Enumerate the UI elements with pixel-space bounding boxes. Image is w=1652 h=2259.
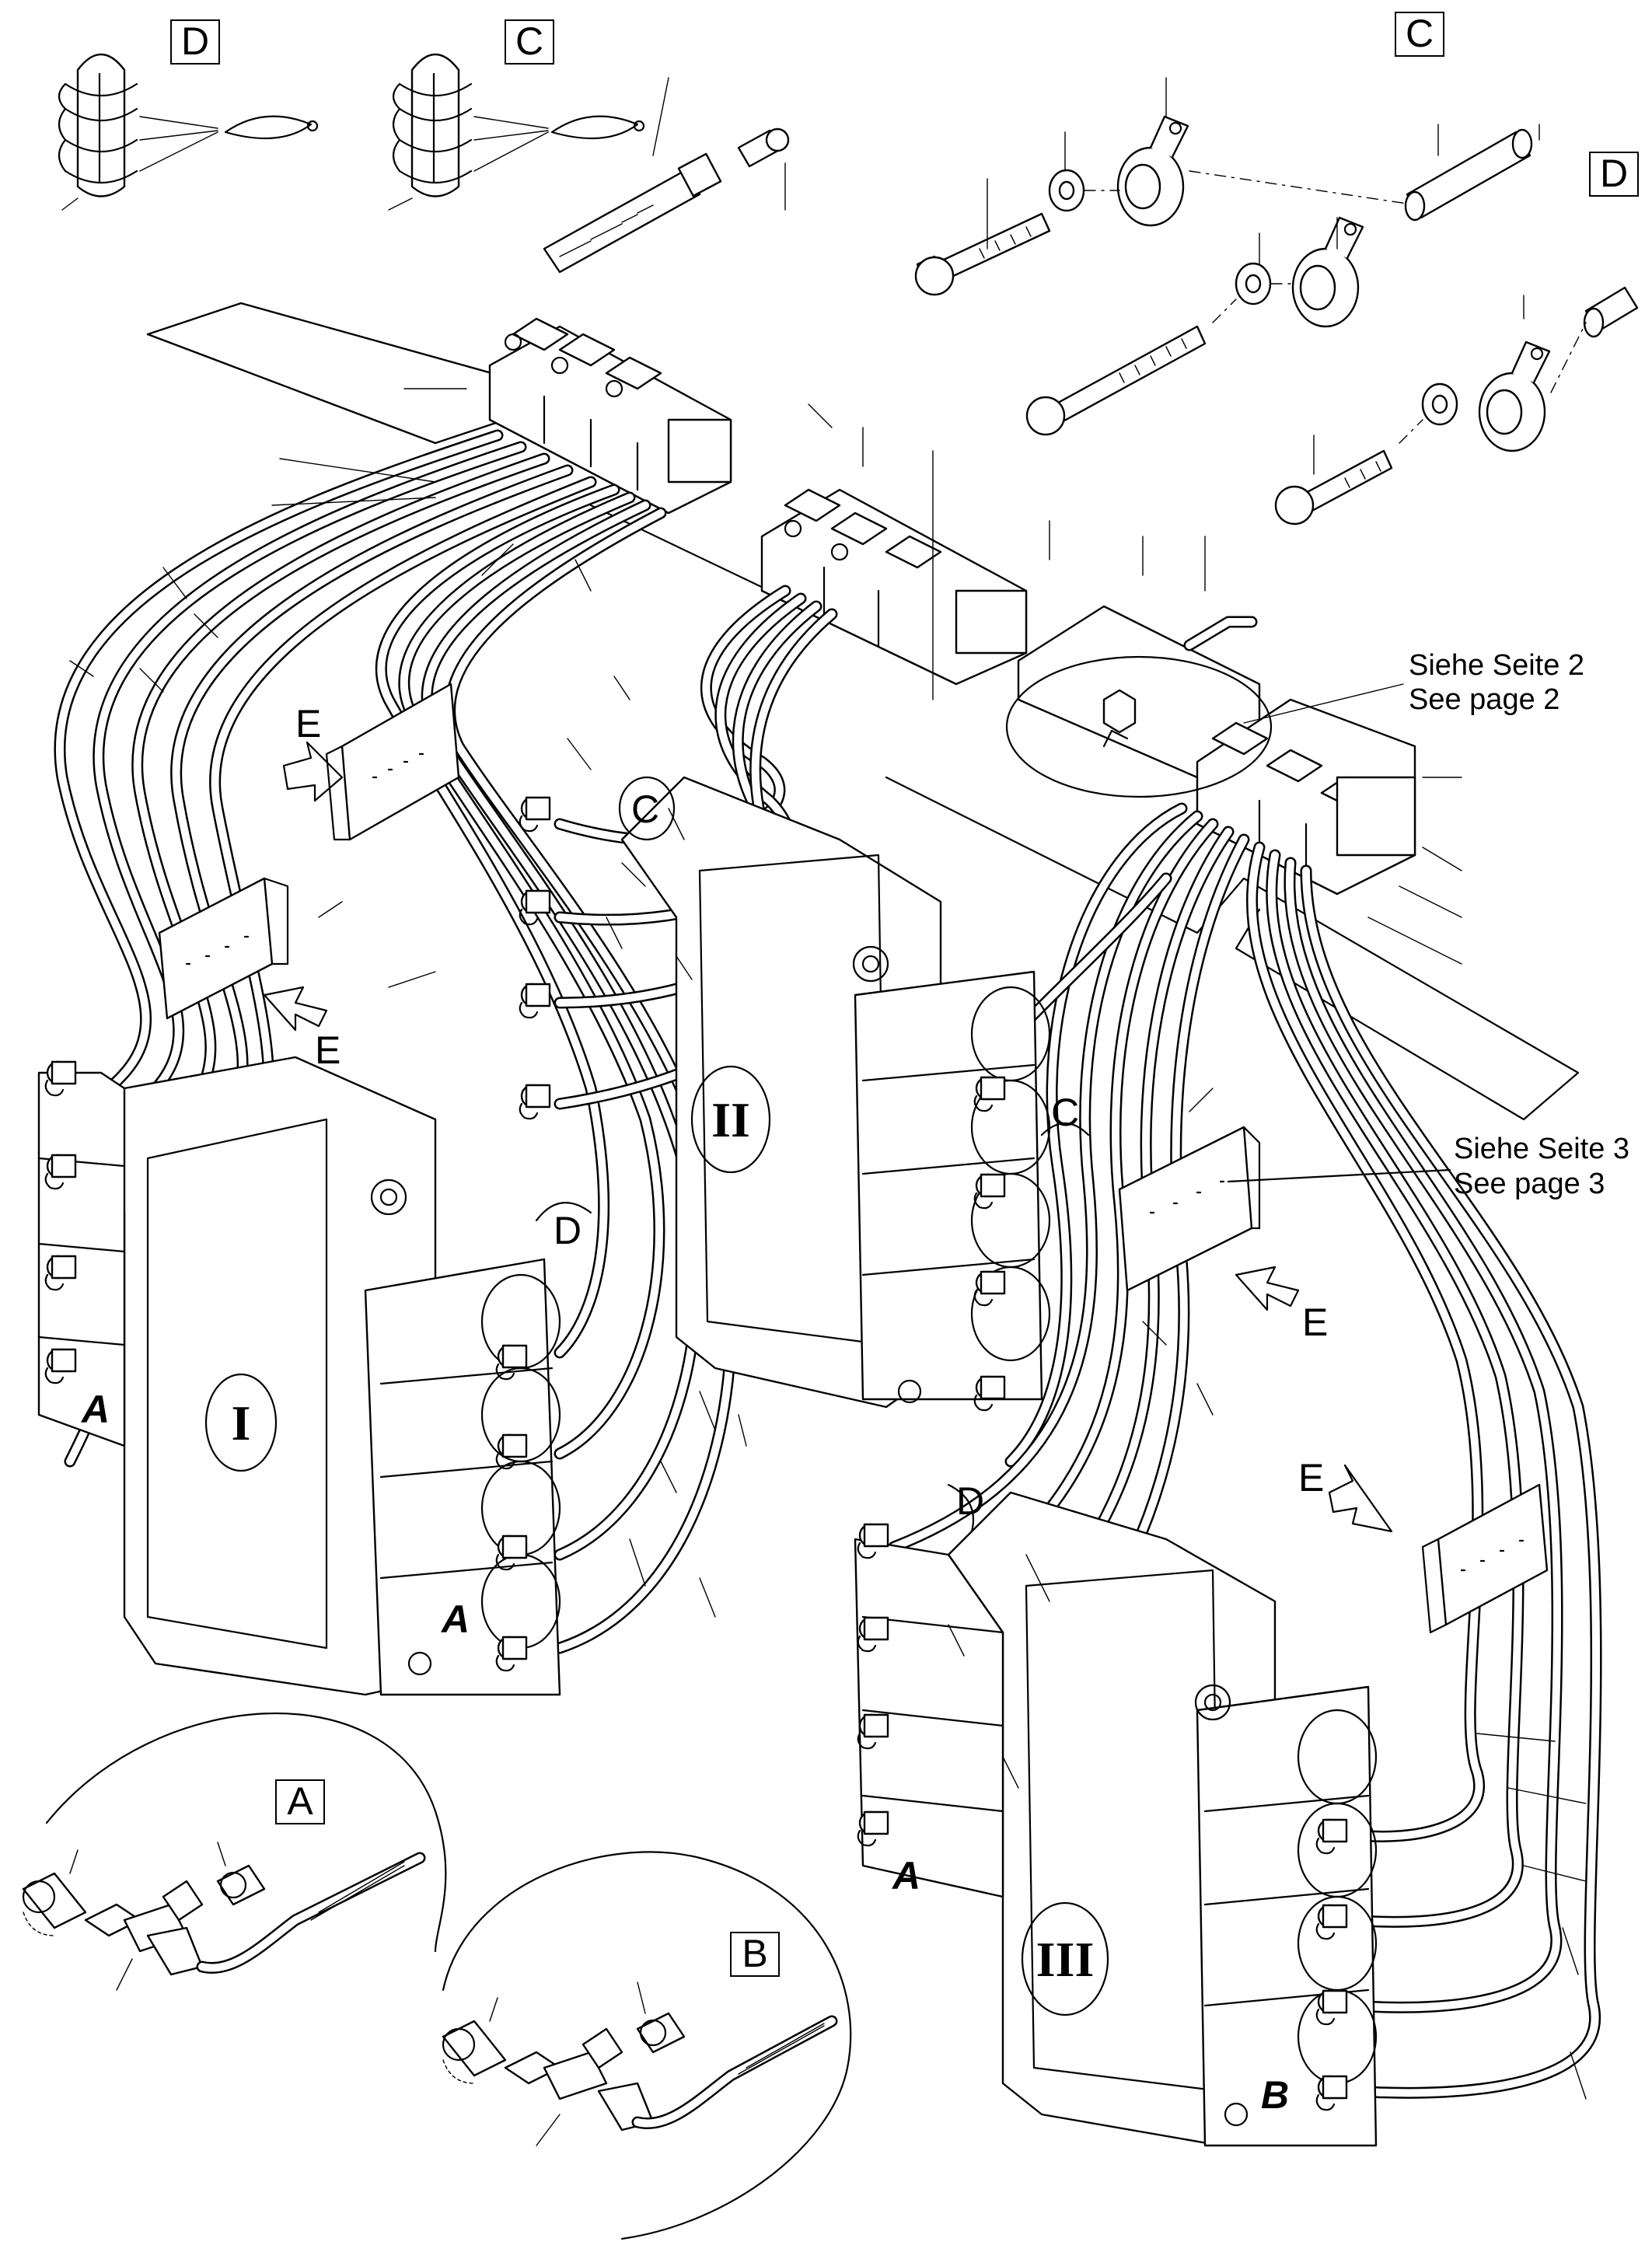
- label-box-b: [730, 1932, 780, 1977]
- detail-b: B: [442, 1851, 852, 2240]
- hose-end-fitting: [543, 127, 790, 274]
- unit-ii-right-sections: [854, 970, 1051, 1401]
- note-page2-en: See page 2: [1409, 683, 1559, 716]
- hose-clamp-e-3: E: [1118, 1126, 1328, 1344]
- label-box-d-right: [1589, 152, 1639, 197]
- label-d-right: D: [1600, 152, 1628, 195]
- valve-stack-1: [488, 317, 732, 515]
- detail-c-d-hardware: C D: [914, 12, 1639, 525]
- label-d-hose-2: D: [956, 1479, 984, 1523]
- hose-marker-d-1: D: [535, 1202, 592, 1252]
- label-a-detail: A: [287, 1779, 313, 1823]
- detail-circle-page2: [1005, 655, 1273, 798]
- label-box-a: [275, 1779, 325, 1824]
- note-page-2: Siehe Seite 2 See page 2: [1243, 649, 1584, 724]
- hose-marker-c-2: C: [1040, 1091, 1090, 1136]
- unit-iii-label: III: [1036, 1932, 1095, 1987]
- control-unit-i: I A A: [37, 1056, 561, 1696]
- control-unit-iii: III A B: [854, 1491, 1378, 2147]
- hose-clamp-e-2: E: [158, 877, 341, 1072]
- spiral-sleeve-d: [58, 53, 138, 197]
- detail-a: A: [22, 1712, 447, 1991]
- hose-clamp-e-4: E: [1298, 1456, 1549, 1634]
- pipe-clamp-1: [1116, 115, 1189, 227]
- label-b-detail: B: [742, 1932, 767, 1975]
- label-d-hose-1: D: [554, 1209, 582, 1252]
- clip-c: [550, 115, 645, 140]
- washer-2: [1235, 262, 1272, 306]
- washer-3: [1421, 382, 1458, 426]
- valve-stack-2: [760, 488, 1028, 686]
- bolt-3: [1274, 449, 1393, 525]
- label-e-1: E: [295, 702, 321, 745]
- note-page3-de: Siehe Seite 3: [1454, 1133, 1629, 1165]
- clip-d: [224, 115, 319, 140]
- label-e-3: E: [1302, 1301, 1328, 1344]
- hose-clamp-e-1: E: [282, 683, 460, 841]
- detail-a-coupling: [22, 1864, 266, 1976]
- spacer-tube: [1404, 128, 1533, 222]
- unit-i-port-a-right: A: [440, 1597, 470, 1641]
- spiral-sleeve-c: [392, 53, 473, 197]
- label-d: D: [181, 19, 209, 63]
- label-c-top: C: [515, 19, 543, 63]
- pipe-clamp-3: [1478, 340, 1551, 452]
- label-box-c-left: [505, 19, 554, 65]
- label-e-4: E: [1298, 1456, 1324, 1500]
- detail-c-top: C: [388, 19, 790, 274]
- hose-marker-c-1: C: [618, 776, 676, 841]
- spacer-short: [1583, 286, 1639, 338]
- note-page2-de: Siehe Seite 2: [1409, 649, 1584, 682]
- bolt-2: [1025, 325, 1207, 436]
- unit-i-port-a-left: A: [80, 1388, 110, 1431]
- label-c-hose-1: C: [631, 787, 659, 831]
- label-c-right: C: [1406, 12, 1434, 55]
- bolt-1: [914, 212, 1051, 296]
- label-c-hose-2: C: [1051, 1091, 1079, 1134]
- washer-1: [1048, 169, 1085, 212]
- control-unit-ii: II: [519, 776, 1051, 1412]
- unit-iii-port-a: A: [891, 1854, 920, 1898]
- label-box-d: [170, 19, 220, 65]
- pipe-clamp-2: [1291, 216, 1364, 328]
- note-page-3: Siehe Seite 3 See page 3: [1227, 1133, 1629, 1200]
- label-box-c-right: [1395, 12, 1444, 57]
- leader-lines: [69, 388, 1587, 2100]
- unit-iii-port-b: B: [1261, 2073, 1289, 2117]
- label-e-2: E: [315, 1028, 341, 1072]
- unit-i-label: I: [232, 1395, 251, 1451]
- hose-marker-d-2: D: [947, 1479, 984, 1533]
- unit-ii-label: II: [711, 1092, 750, 1147]
- detail-b-coupling: [442, 2012, 686, 2132]
- detail-d-top-left: D: [58, 19, 319, 211]
- valve-stack-3: [1005, 605, 1416, 896]
- note-page3-en: See page 3: [1454, 1168, 1605, 1200]
